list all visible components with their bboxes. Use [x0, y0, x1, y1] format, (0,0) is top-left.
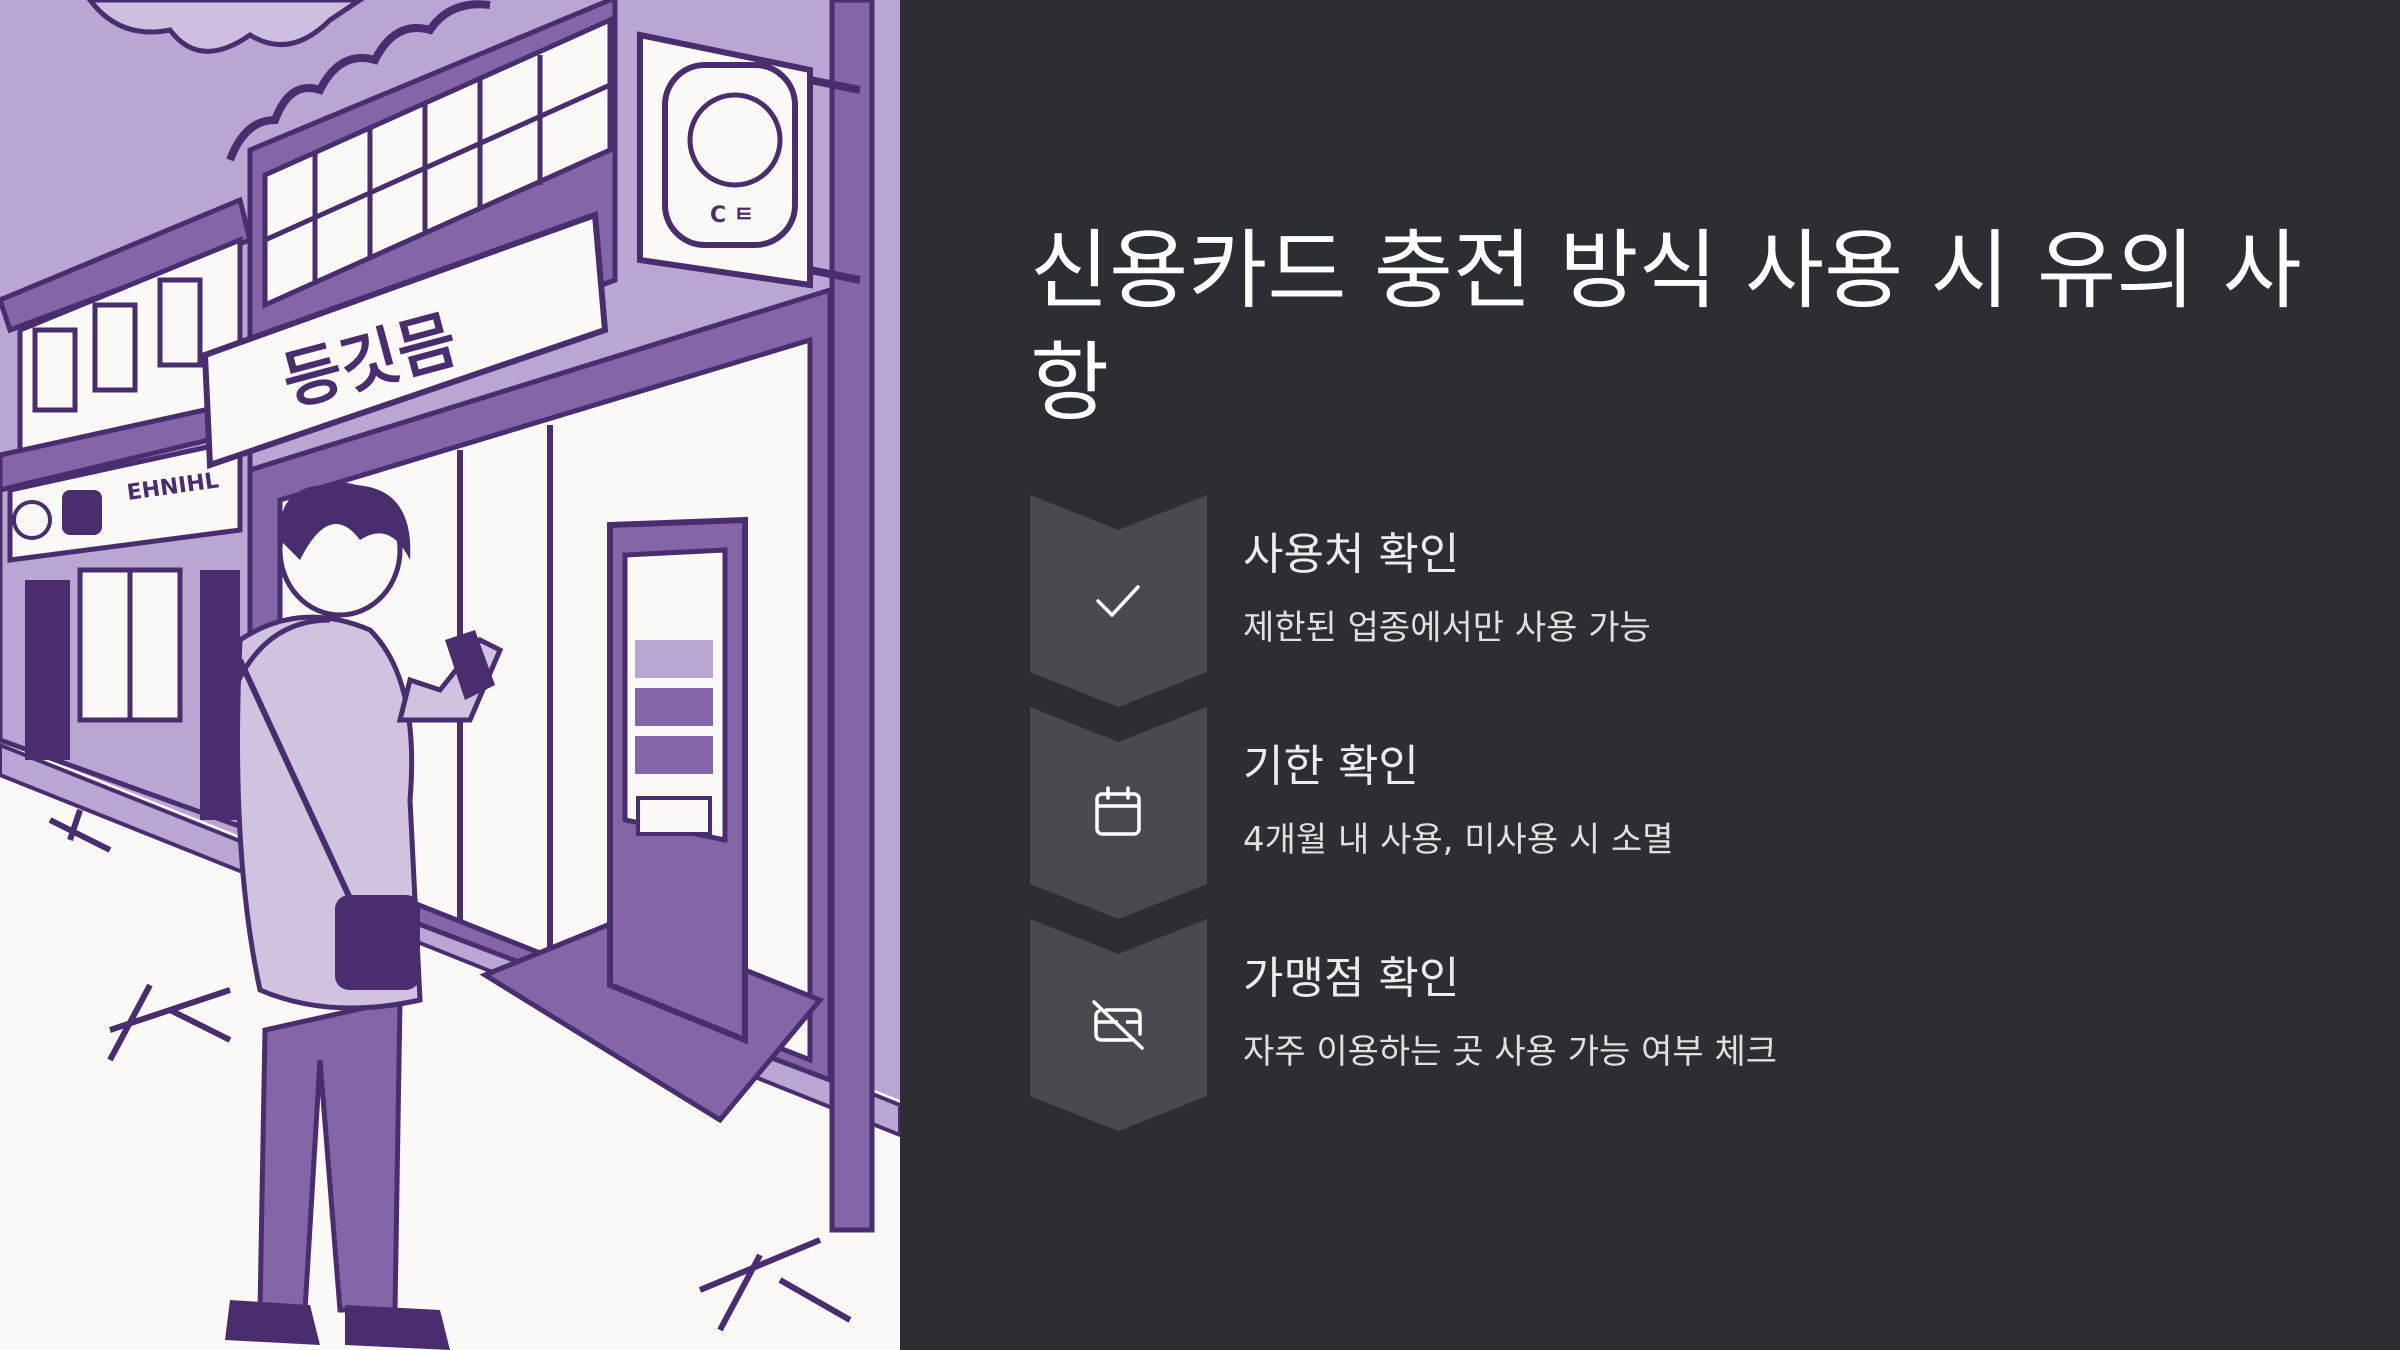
street-illustration: EHNIHL 등깃믐	[0, 0, 900, 1350]
check-icon	[1096, 585, 1140, 617]
step-description: 제한된 업종에서만 사용 가능	[1243, 608, 1651, 648]
step-item: 기한 확인 4개월 내 사용, 미사용 시 소멸	[1030, 707, 2230, 919]
step-chevron	[1030, 707, 1207, 919]
card-off-icon	[1092, 1000, 1144, 1050]
step-chevron	[1030, 495, 1207, 707]
step-title: 가맹점 확인	[1243, 953, 1460, 1004]
step-item: 사용처 확인 제한된 업종에서만 사용 가능	[1030, 495, 2230, 707]
step-description: 자주 이용하는 곳 사용 가능 여부 체크	[1243, 1032, 1778, 1072]
step-title: 기한 확인	[1243, 741, 1419, 792]
slide-title: 신용카드 충전 방식 사용 시 유의 사항	[1030, 221, 2302, 433]
content-panel: 신용카드 충전 방식 사용 시 유의 사항 사용처 확인 제한된 업종에서만 사…	[900, 0, 2400, 1350]
street-scene-image: EHNIHL 등깃믐	[0, 0, 900, 1350]
calendar-icon	[1095, 786, 1141, 836]
step-item: 가맹점 확인 자주 이용하는 곳 사용 가능 여부 체크	[1030, 919, 2230, 1131]
step-description: 4개월 내 사용, 미사용 시 소멸	[1243, 820, 1674, 860]
round-sign-text: C ㅌ	[710, 203, 754, 228]
step-title: 사용처 확인	[1243, 529, 1460, 580]
